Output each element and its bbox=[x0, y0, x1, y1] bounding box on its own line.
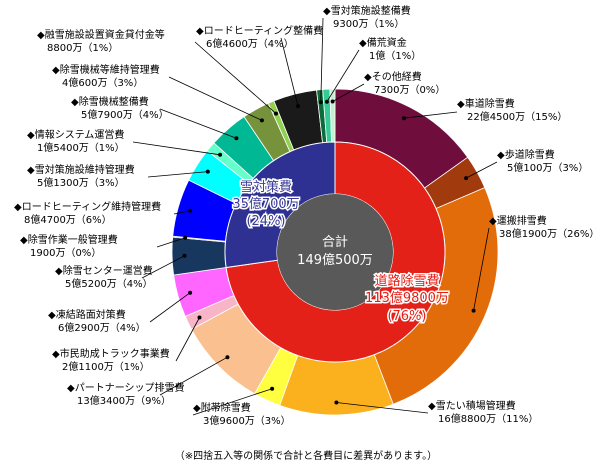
item-value-10: 1900万（0%） bbox=[30, 247, 101, 259]
item-label-11: ◆ロードヒーティング維持管理費 bbox=[14, 200, 161, 213]
leader-line-9 bbox=[141, 255, 185, 279]
leader-line-10 bbox=[156, 237, 186, 248]
leader-dot-17 bbox=[296, 104, 300, 109]
item-value-1: 22億4500万（15%） bbox=[467, 110, 567, 123]
inner-label-road-snow-value: 113億9800万 bbox=[365, 290, 449, 306]
leader-dot-10 bbox=[183, 235, 188, 240]
leader-dot-5 bbox=[270, 386, 275, 391]
leader-dot-18 bbox=[318, 100, 323, 105]
leader-line-13 bbox=[132, 141, 221, 156]
leader-dot-19 bbox=[324, 99, 329, 104]
item-label-3: ◆運搬排雪費 bbox=[489, 214, 547, 227]
item-value-14: 5億7900万（4%） bbox=[81, 108, 169, 121]
item-value-20: 7300万（0%） bbox=[374, 84, 445, 96]
center-total-value: 149億500万 bbox=[297, 252, 373, 268]
inner-label-snow-measures-value: 35億700万 bbox=[232, 196, 299, 212]
leader-dot-7 bbox=[197, 315, 202, 320]
leader-dot-3 bbox=[471, 308, 476, 313]
leader-line-20 bbox=[332, 83, 365, 102]
item-label-20: ◆その他経費 bbox=[364, 70, 422, 83]
item-label-8: ◆凍結路面対策費 bbox=[48, 308, 126, 321]
item-label-4: ◆雪たい積場管理費 bbox=[428, 399, 516, 412]
leader-dot-16 bbox=[274, 111, 278, 116]
item-value-18: 9300万（1%） bbox=[333, 18, 404, 30]
leader-dot-6 bbox=[225, 355, 230, 360]
leader-dot-13 bbox=[218, 152, 223, 157]
item-label-14: ◆除雪機械整備費 bbox=[71, 95, 149, 108]
leader-line-14 bbox=[159, 108, 237, 139]
leader-line-2 bbox=[465, 161, 498, 179]
item-value-5: 3億9600万（3%） bbox=[203, 414, 291, 427]
inner-label-snow-measures: 雪対策費 35億700万 (24%) bbox=[231, 178, 301, 231]
inner-label-snow-measures-percent: (24%) bbox=[246, 214, 285, 229]
leader-line-18 bbox=[320, 17, 324, 103]
leader-line-1 bbox=[403, 111, 458, 119]
item-value-19: 1億（1%） bbox=[369, 49, 421, 62]
inner-label-road-snow-name: 道路除雪費 bbox=[374, 273, 439, 289]
item-label-16: ◆融雪施設設置資金貸付金等 bbox=[37, 28, 165, 41]
leader-dot-1 bbox=[401, 116, 406, 121]
item-label-6: ◆パートナーシップ排雪費 bbox=[67, 381, 185, 394]
item-label-2: ◆歩道除雪費 bbox=[497, 148, 555, 161]
item-value-7: 2億1100万（1%） bbox=[62, 360, 150, 373]
item-value-9: 5億5200万（4%） bbox=[65, 277, 153, 290]
item-value-13: 1億5400万（1%） bbox=[37, 141, 125, 154]
leader-dot-2 bbox=[464, 176, 469, 181]
leader-lines bbox=[132, 17, 498, 416]
leader-line-19 bbox=[326, 49, 360, 102]
item-value-17: 6億4600万（4%） bbox=[206, 37, 294, 50]
leader-dot-14 bbox=[234, 136, 239, 141]
outer-slice-4 bbox=[279, 354, 394, 416]
item-value-3: 38億1900万（26%） bbox=[499, 227, 599, 240]
item-label-17: ◆ロードヒーティング整備費 bbox=[196, 24, 323, 37]
item-value-16: 8800万（1%） bbox=[47, 42, 118, 54]
inner-label-road-snow-percent: (76%) bbox=[387, 309, 426, 324]
item-label-9: ◆除雪センター運営費 bbox=[55, 264, 153, 277]
leader-dot-9 bbox=[182, 253, 187, 258]
item-label-12: ◆雪対策施設維持管理費 bbox=[27, 163, 135, 176]
leader-line-6 bbox=[159, 356, 228, 396]
leader-line-7 bbox=[175, 317, 200, 362]
leader-line-11 bbox=[173, 210, 191, 215]
item-value-4: 16億8800万（11%） bbox=[438, 412, 538, 425]
center-total-title: 合計 bbox=[322, 234, 348, 250]
item-value-15: 4億600万（3%） bbox=[62, 76, 143, 89]
leader-line-8 bbox=[149, 292, 191, 323]
item-value-2: 5億100万（3%） bbox=[507, 161, 588, 174]
leader-line-3 bbox=[473, 227, 490, 311]
item-value-6: 13億3400万（9%） bbox=[77, 394, 171, 407]
footnote: （※四捨五入等の関係で合計と各費目に差異があります。） bbox=[174, 451, 438, 462]
center-disc bbox=[277, 194, 393, 310]
inner-label-snow-measures-name: 雪対策費 bbox=[240, 179, 292, 195]
inner-label-road-snow: 道路除雪費 113億9800万 (76%) bbox=[364, 272, 451, 326]
leader-line-12 bbox=[147, 171, 208, 178]
item-label-18: ◆雪対策施設整備費 bbox=[323, 4, 411, 17]
item-value-8: 6億2900万（4%） bbox=[58, 321, 146, 334]
item-value-11: 8億4700万（6%） bbox=[24, 213, 112, 226]
item-label-1: ◆車道除雪費 bbox=[457, 97, 515, 110]
leader-line-5 bbox=[192, 388, 273, 416]
leader-dot-15 bbox=[259, 118, 264, 123]
leader-dot-20 bbox=[330, 99, 335, 104]
item-label-10: ◆除雪作業一般管理費 bbox=[20, 233, 118, 246]
item-label-5: ◆附帯除雪費 bbox=[193, 401, 251, 414]
item-label-13: ◆情報システム運営費 bbox=[27, 128, 124, 141]
leader-line-16 bbox=[194, 41, 277, 114]
item-label-19: ◆備荒資金 bbox=[359, 36, 407, 49]
item-value-12: 5億1300万（3%） bbox=[37, 176, 125, 189]
item-label-7: ◆市民助成トラック事業費 bbox=[52, 347, 170, 360]
leader-line-4 bbox=[336, 402, 429, 414]
leader-dot-8 bbox=[188, 290, 193, 295]
leader-line-15 bbox=[168, 76, 263, 121]
leader-dot-12 bbox=[205, 169, 210, 174]
leader-line-17 bbox=[280, 37, 299, 107]
item-label-15: ◆除雪機械等維持管理費 bbox=[52, 63, 160, 76]
leader-dot-4 bbox=[334, 400, 339, 405]
leader-dot-11 bbox=[188, 208, 193, 213]
